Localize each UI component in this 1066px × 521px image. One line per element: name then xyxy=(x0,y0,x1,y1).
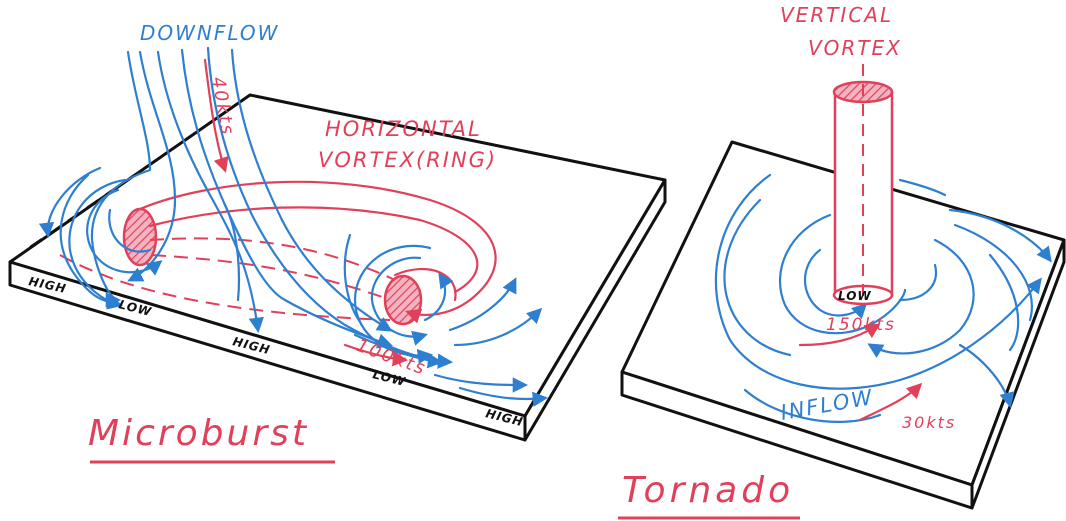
core-low-label: LOW xyxy=(838,289,872,303)
tornado-title: Tornado xyxy=(622,470,794,511)
inflow-speed-label: 30kts xyxy=(902,413,956,432)
inflow-speed-arrow xyxy=(858,382,923,422)
vertical-vortex-label-line1: VERTICAL xyxy=(780,3,893,27)
tornado-streamlines xyxy=(714,173,1052,423)
vortex-core-left xyxy=(122,207,158,267)
horizontal-vortex-label-line2: VORTEX(RING) xyxy=(318,148,497,172)
core-speed-label: 150kts xyxy=(826,315,896,335)
downflow-label: DOWNFLOW xyxy=(140,21,279,45)
tornado-slab xyxy=(620,140,1066,510)
microburst-title: Microburst xyxy=(88,413,309,454)
core-speed-arrow xyxy=(798,323,881,347)
horizontal-vortex-label-line1: HORIZONTAL xyxy=(325,117,482,141)
vertical-vortex-label-line2: VORTEX xyxy=(808,36,902,60)
vertical-vortex-cylinder xyxy=(832,64,894,306)
downflow-speed-arrow xyxy=(203,58,229,173)
vortex-core-right xyxy=(383,274,423,326)
outflow-speed-arrow xyxy=(343,343,409,367)
